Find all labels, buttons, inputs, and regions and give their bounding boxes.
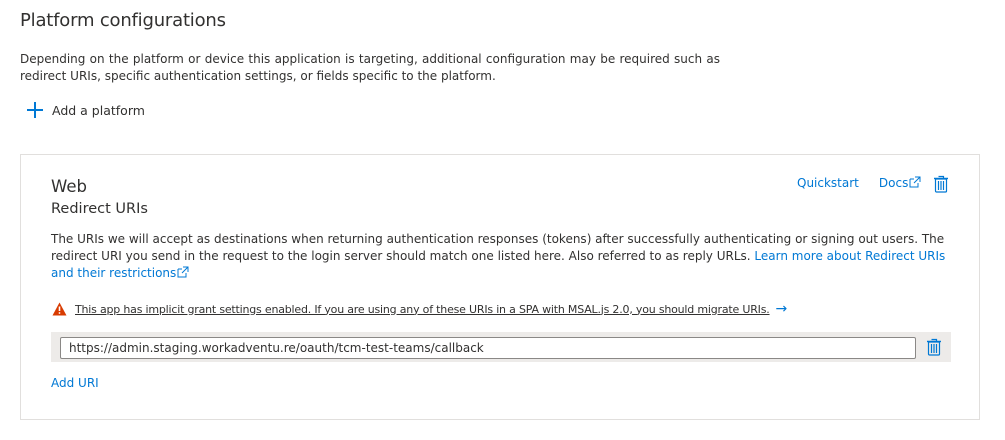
card-header-links: Quickstart Docs (797, 176, 921, 190)
learn-more-link[interactable]: Learn more about Redirect URIs and their… (51, 249, 945, 280)
body-text: The URIs we will accept as destinations … (51, 232, 945, 263)
quickstart-link[interactable]: Quickstart (797, 176, 859, 190)
redirect-uri-row (51, 332, 951, 362)
web-platform-card (20, 154, 980, 420)
page-description: Depending on the platform or device this… (20, 52, 720, 83)
docs-link[interactable]: Docs (879, 176, 921, 190)
delete-uri-button[interactable] (926, 338, 942, 356)
delete-platform-button[interactable] (933, 175, 949, 193)
plus-icon (26, 101, 44, 119)
page-title: Platform configurations (20, 10, 226, 31)
redirect-uris-title: Redirect URIs (51, 201, 148, 217)
learn-more-label: Learn more about Redirect URIs and their… (51, 249, 946, 280)
warning-triangle-icon (52, 302, 67, 316)
docs-label: Docs (878, 176, 909, 190)
add-platform-button[interactable]: Add a platform (26, 101, 145, 119)
implicit-grant-warning: This app has implicit grant settings ena… (52, 301, 787, 317)
platform-name: Web (51, 177, 87, 196)
redirect-uris-description: The URIs we will accept as destinations … (51, 231, 956, 282)
external-link-icon (177, 266, 189, 278)
arrow-right-icon[interactable]: → (775, 301, 788, 317)
add-uri-link[interactable]: Add URI (51, 376, 99, 390)
redirect-uri-input[interactable] (60, 337, 916, 359)
external-link-icon (909, 176, 921, 188)
warning-link[interactable]: This app has implicit grant settings ena… (75, 302, 770, 316)
add-platform-label: Add a platform (52, 102, 145, 118)
